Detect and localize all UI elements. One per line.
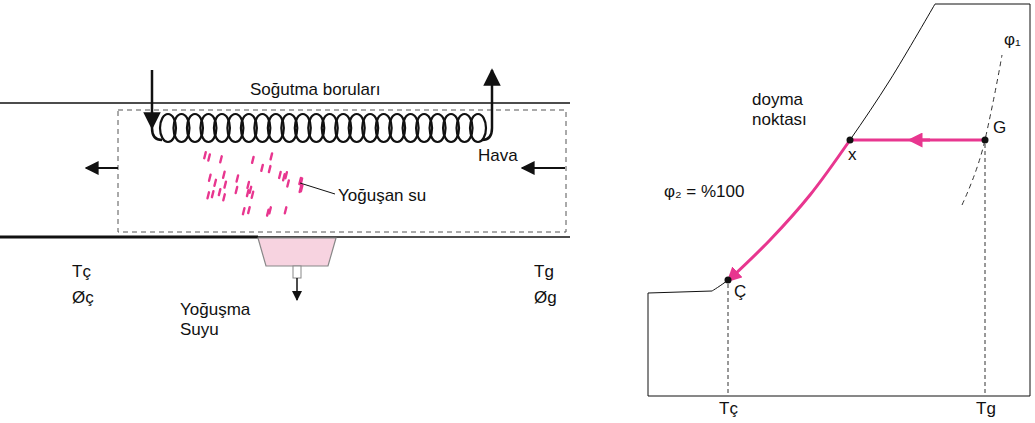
- chart-frame: [648, 291, 712, 396]
- water-drop: [236, 187, 238, 193]
- water-drop: [243, 208, 245, 214]
- label-text: Soğutma boruları: [250, 80, 380, 99]
- label-text: φ₁: [1004, 30, 1021, 49]
- water-drop: [207, 192, 209, 198]
- process-arrow: [915, 139, 930, 142]
- water-drop: [208, 155, 210, 161]
- label-text: Øç: [72, 288, 94, 307]
- curve-label: φ₂ = %100: [664, 182, 744, 202]
- point-label: Ç: [734, 282, 746, 302]
- water-drop: [287, 180, 289, 186]
- air-arrow: [522, 167, 565, 169]
- pipe-outlet: [491, 70, 494, 128]
- water-drop: [269, 166, 271, 172]
- pipe-inlet: [151, 70, 154, 128]
- water-drop: [279, 172, 281, 178]
- water-drop: [209, 175, 211, 181]
- cooling-coil: [160, 114, 486, 142]
- water-drop: [283, 174, 285, 180]
- duct-wall: [0, 102, 570, 104]
- cooling-process: [853, 139, 985, 142]
- water-drop: [252, 192, 254, 198]
- label-text: Ç: [734, 282, 746, 301]
- psychrometric-chart: [712, 4, 935, 291]
- state-label: Øç: [72, 288, 94, 308]
- label-text: Hava: [478, 146, 518, 165]
- part-label: Yoğuşma Suyu: [180, 300, 270, 339]
- water-drop: [261, 165, 263, 171]
- label-text: G: [993, 118, 1006, 137]
- label-text: Yoğuşma Suyu: [180, 300, 250, 339]
- water-drop: [219, 189, 221, 195]
- point-label: G: [993, 118, 1006, 138]
- label-text: x: [848, 145, 857, 164]
- water-drop: [223, 172, 225, 178]
- water-drop: [247, 190, 249, 196]
- condensate-drops: [204, 152, 302, 215]
- state-point: [725, 277, 732, 284]
- dashed-guide: [728, 284, 729, 396]
- label-text: Øg: [534, 288, 557, 307]
- label-text: Tç: [719, 399, 738, 418]
- state-label: Tg: [534, 262, 554, 282]
- water-drop: [237, 175, 239, 181]
- label-text: doyma noktası: [752, 90, 807, 129]
- water-drop: [214, 180, 216, 186]
- condensate-tray: [258, 238, 336, 266]
- water-drop: [248, 207, 250, 213]
- duct-wall: [0, 236, 258, 239]
- label-text: Yoğuşan su: [338, 186, 426, 205]
- drain-pipe: [293, 266, 301, 278]
- leader-line: [300, 183, 335, 194]
- water-drop: [269, 207, 271, 213]
- air-arrow: [86, 167, 118, 169]
- state-point: [982, 137, 989, 144]
- state-label: Tç: [72, 262, 91, 282]
- saturation-curve: [712, 4, 935, 291]
- label-text: φ₂ = %100: [664, 182, 744, 201]
- water-drop: [220, 156, 222, 162]
- drain-arrow: [296, 278, 298, 300]
- water-drop: [223, 194, 225, 200]
- label-text: Tç: [72, 262, 91, 281]
- point-label: x: [848, 145, 857, 165]
- water-drop: [204, 152, 206, 158]
- state-label: Øg: [534, 288, 557, 308]
- water-drop: [250, 187, 252, 193]
- water-drop: [224, 182, 226, 188]
- axis-label: Tg: [976, 399, 996, 419]
- part-label: Soğutma boruları: [250, 80, 380, 100]
- water-drop: [212, 191, 214, 197]
- water-drop: [252, 157, 254, 163]
- label-text: Tg: [534, 262, 554, 281]
- point-label: doyma noktası: [752, 90, 838, 129]
- water-drop: [285, 207, 287, 213]
- axis-label: Tç: [719, 399, 738, 419]
- control-volume: [118, 110, 566, 232]
- water-drop: [247, 182, 249, 188]
- label-text: Tg: [976, 399, 996, 418]
- condensation-process: [732, 140, 850, 277]
- part-label: Yoğuşan su: [338, 186, 426, 206]
- dashed-guide: [985, 144, 986, 396]
- part-label: Hava: [478, 146, 518, 166]
- coil-loop: [470, 114, 486, 142]
- water-drop: [301, 185, 303, 191]
- curve-label: φ₁: [1004, 30, 1021, 50]
- water-drop: [271, 153, 273, 159]
- chart-frame: [648, 4, 1030, 396]
- state-point: [847, 137, 854, 144]
